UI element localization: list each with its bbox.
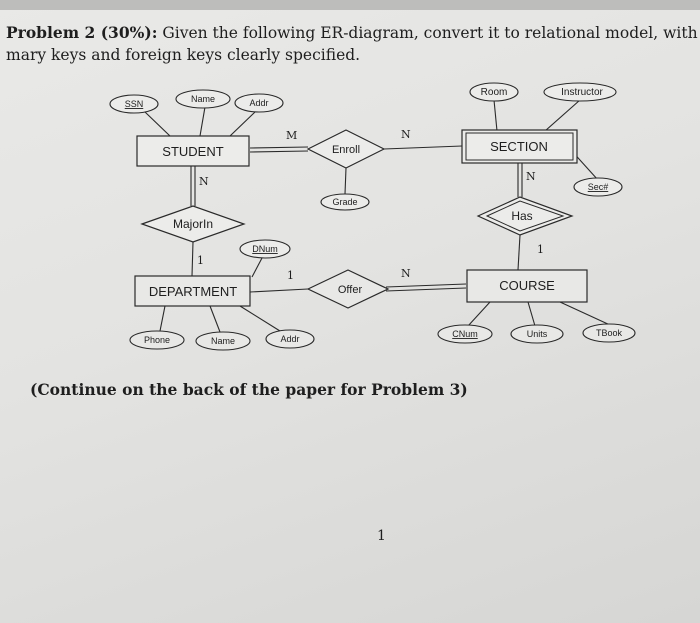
cardinality-offer-department: 1 <box>287 269 294 282</box>
problem-label: Problem 2 (30%): <box>6 23 158 42</box>
attribute-room: Room <box>469 82 519 102</box>
problem-statement: Problem 2 (30%): Given the following ER-… <box>6 22 700 66</box>
entity-course: COURSE <box>466 269 588 303</box>
attribute-tbook-label: TBook <box>596 328 623 338</box>
problem-text-1: Given the following ER-diagram, convert … <box>157 24 700 42</box>
attribute-units-label: Units <box>527 329 548 339</box>
attribute-units: Units <box>510 324 564 344</box>
cardinality-enroll-student: M <box>286 129 297 142</box>
attribute-dnum: DNum <box>239 239 291 259</box>
cardinality-majorin-department: 1 <box>197 254 204 267</box>
relationship-majorin-label: MajorIn <box>173 217 213 231</box>
cardinality-enroll-section: N <box>401 128 411 141</box>
relationship-majorin: MajorIn <box>140 205 246 243</box>
attribute-student-name-label: Name <box>191 94 215 104</box>
continue-note: (Continue on the back of the paper for P… <box>30 380 468 399</box>
attribute-cnum: CNum <box>437 324 493 344</box>
relationship-has: Has <box>476 196 574 236</box>
entity-section-label: SECTION <box>490 139 548 154</box>
relationship-has-label: Has <box>511 209 532 223</box>
attribute-student-addr-label: Addr <box>249 98 268 108</box>
previous-page-strip <box>0 0 700 10</box>
attribute-dept-name: Name <box>195 331 251 351</box>
attribute-dept-addr: Addr <box>265 329 315 349</box>
problem-line-1: Problem 2 (30%): Given the following ER-… <box>6 22 700 44</box>
attribute-dept-addr-label: Addr <box>280 334 299 344</box>
attribute-student-addr: Addr <box>234 93 284 113</box>
cardinality-has-course: 1 <box>537 243 544 256</box>
attribute-ssn: SSN <box>109 94 159 114</box>
cardinality-has-section: N <box>526 170 536 183</box>
attribute-grade: Grade <box>320 193 370 211</box>
entity-department: DEPARTMENT <box>134 275 251 307</box>
attribute-sec-num: Sec# <box>573 177 623 197</box>
attribute-phone: Phone <box>129 330 185 350</box>
entity-department-label: DEPARTMENT <box>149 284 237 299</box>
cardinality-majorin-student: N <box>199 175 209 188</box>
attribute-dept-name-label: Name <box>211 336 235 346</box>
relationship-offer-label: Offer <box>338 284 363 296</box>
relationship-offer: Offer <box>306 269 390 309</box>
cardinality-offer-course: N <box>401 267 411 280</box>
entity-course-label: COURSE <box>499 278 555 293</box>
attribute-instructor-label: Instructor <box>561 87 603 98</box>
relationship-enroll-label: Enroll <box>332 144 360 156</box>
attribute-room-label: Room <box>481 87 508 98</box>
attribute-tbook: TBook <box>582 323 636 343</box>
entity-section: SECTION <box>461 129 578 164</box>
entity-student-label: STUDENT <box>162 144 223 159</box>
attribute-dnum-label: DNum <box>252 244 278 254</box>
attribute-instructor: Instructor <box>543 82 617 102</box>
attribute-student-name: Name <box>175 89 231 109</box>
page-number: 1 <box>377 528 386 544</box>
attribute-grade-label: Grade <box>332 197 357 207</box>
attribute-cnum-label: CNum <box>452 329 478 339</box>
attribute-phone-label: Phone <box>144 335 170 345</box>
attribute-ssn-label: SSN <box>125 99 144 109</box>
entity-student: STUDENT <box>136 135 250 167</box>
problem-line-2: mary keys and foreign keys clearly speci… <box>6 46 361 64</box>
relationship-enroll: Enroll <box>306 129 386 169</box>
attribute-sec-num-label: Sec# <box>588 182 609 192</box>
